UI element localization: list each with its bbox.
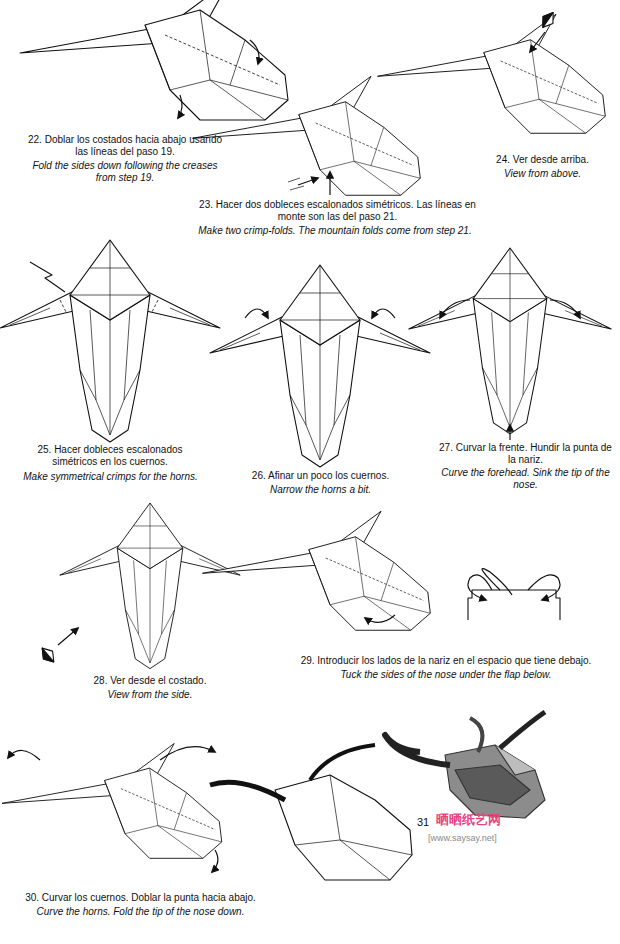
- step-caption-english: Tuck the sides of the nose under the fla…: [276, 669, 616, 681]
- step-caption: 25. Hacer dobleces escalonados simétrico…: [15, 444, 205, 468]
- label-text: View from above.: [504, 168, 581, 179]
- step-caption: 27. Curvar la frente. Hundir la punta de…: [438, 442, 613, 466]
- step-26-figure: [210, 265, 430, 467]
- step-caption-english: Make two crimp-folds. The mountain folds…: [165, 225, 505, 237]
- step-caption: 26. Afinar un poco los cuernos.: [228, 470, 413, 482]
- label-text: Tuck the sides of the nose under the fla…: [340, 669, 551, 680]
- step-caption-english: View from the side.: [55, 689, 245, 701]
- step-23-figure: [193, 76, 421, 195]
- step-caption: 28. Ver desde el costado.: [55, 675, 245, 687]
- label-text: 27. Curvar la frente. Hundir la punta de…: [439, 442, 612, 465]
- step-caption-english: View from above.: [465, 168, 620, 180]
- step-caption-english: Curve the forehead. Sink the tip of the …: [438, 467, 613, 491]
- step-25-figure: [0, 240, 220, 442]
- label-text: 31: [417, 816, 429, 828]
- step-caption: 24. Ver desde arriba.: [465, 154, 620, 166]
- label-text: Narrow the horns a bit.: [270, 484, 371, 495]
- label-text: 23. Hacer dos dobleces escalonados simét…: [199, 199, 476, 222]
- step-30-figure: [2, 744, 222, 873]
- label-text: Curve the horns. Fold the tip of the nos…: [37, 906, 245, 917]
- label-text: 24. Ver desde arriba.: [496, 154, 589, 165]
- label-text: 晒晒纸艺网: [436, 812, 501, 827]
- watermark: [www.saysay.net]: [428, 832, 553, 844]
- step-caption-english: Narrow the horns a bit.: [228, 484, 413, 496]
- step-caption-english: Fold the sides down following the crease…: [25, 160, 225, 184]
- step-caption: 22. Doblar los costados hacia abajo usan…: [25, 134, 225, 158]
- label-text: Curve the forehead. Sink the tip of the …: [441, 467, 609, 490]
- step-caption: 23. Hacer dos dobleces escalonados simét…: [185, 199, 490, 223]
- step-caption-english: Curve the horns. Fold the tip of the nos…: [8, 906, 273, 918]
- step-28-figure: [38, 503, 241, 669]
- finished-bull-head: [385, 712, 545, 818]
- step-24-figure: [378, 9, 606, 133]
- step-30-result-figure: [210, 745, 412, 880]
- page-number: 31: [410, 815, 436, 829]
- step-22-figure: [20, 0, 288, 120]
- label-text: [www.saysay.net]: [428, 833, 497, 843]
- watermark: 晒晒纸艺网: [436, 812, 548, 828]
- label-text: Make symmetrical crimps for the horns.: [23, 471, 198, 482]
- step-caption-english: Make symmetrical crimps for the horns.: [8, 471, 213, 483]
- label-text: Fold the sides down following the crease…: [32, 160, 217, 183]
- label-text: 26. Afinar un poco los cuernos.: [252, 470, 389, 481]
- step-caption: 29. Introducir los lados de la nariz en …: [276, 655, 616, 667]
- step-caption: 30. Curvar los cuernos. Doblar la punta …: [8, 892, 273, 904]
- step-29-figure: [203, 511, 561, 630]
- label-text: 30. Curvar los cuernos. Doblar la punta …: [25, 892, 256, 903]
- label-text: Make two crimp-folds. The mountain folds…: [198, 225, 471, 236]
- label-text: View from the side.: [108, 689, 193, 700]
- label-text: 28. Ver desde el costado.: [94, 675, 207, 686]
- label-text: 25. Hacer dobleces escalonados simétrico…: [37, 444, 182, 467]
- step-27-figure: [409, 248, 611, 440]
- label-text: 22. Doblar los costados hacia abajo usan…: [28, 134, 222, 157]
- label-text: 29. Introducir los lados de la nariz en …: [301, 655, 592, 666]
